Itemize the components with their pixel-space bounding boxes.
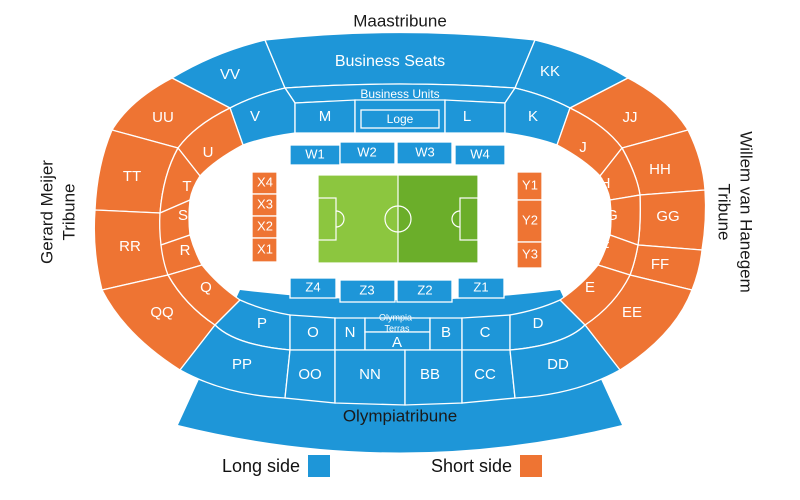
stand-names: Maastribune Olympiatribune Gerard Meijer… xyxy=(37,11,755,425)
label-p: P xyxy=(257,315,267,332)
section-y2[interactable] xyxy=(516,199,543,243)
label-v: V xyxy=(250,108,260,125)
stand-name-south: Olympiatribune xyxy=(343,406,457,425)
label-kk: KK xyxy=(540,63,560,80)
label-b: B xyxy=(441,324,451,341)
label-z2: Z2 xyxy=(417,282,432,297)
section-x1[interactable] xyxy=(251,237,278,263)
label-d: D xyxy=(533,315,544,332)
label-qq: QQ xyxy=(150,304,173,321)
label-o: O xyxy=(307,324,319,341)
label-cc: CC xyxy=(474,366,496,383)
stand-name-east-line1: Willem van Hanegem xyxy=(737,131,756,293)
label-n: N xyxy=(345,324,356,341)
label-c: C xyxy=(480,324,491,341)
north-stand xyxy=(170,31,630,146)
label-rr: RR xyxy=(119,238,141,255)
section-z1[interactable] xyxy=(457,277,505,299)
label-s: S xyxy=(178,207,188,224)
section-w4[interactable] xyxy=(454,144,506,166)
inner-blocks xyxy=(251,141,543,303)
section-labels: Business Seats Business Units Loge VV KK… xyxy=(119,53,680,383)
legend-long-label: Long side xyxy=(222,455,301,476)
legend-long-side: Long side xyxy=(222,455,331,477)
stand-name-east: Willem van Hanegem Tribune xyxy=(715,131,756,293)
label-x4: X4 xyxy=(257,174,273,189)
section-z3[interactable] xyxy=(339,279,396,303)
legend-short-label: Short side xyxy=(431,455,513,476)
section-w2[interactable] xyxy=(339,141,396,165)
section-y3[interactable] xyxy=(516,241,543,269)
legend-short-side: Short side xyxy=(431,455,543,477)
label-z4: Z4 xyxy=(305,279,320,294)
label-w2: W2 xyxy=(357,144,377,159)
pitch xyxy=(317,174,479,264)
label-olympia-terras-1: Olympia- xyxy=(379,312,415,322)
label-gg: GG xyxy=(656,208,679,225)
label-bb: BB xyxy=(420,366,440,383)
label-loge: Loge xyxy=(387,112,414,126)
label-u: U xyxy=(203,144,214,161)
label-oo: OO xyxy=(298,366,321,383)
west-stand xyxy=(93,77,244,371)
stand-name-west-line1: Gerard Meijer xyxy=(37,160,56,264)
label-x1: X1 xyxy=(257,241,273,256)
label-jj: JJ xyxy=(623,109,638,126)
label-y2: Y2 xyxy=(522,212,538,227)
label-business-seats: Business Seats xyxy=(335,53,445,70)
label-olympia-terras-2: Terras xyxy=(384,323,410,333)
label-g: G xyxy=(606,207,618,224)
label-uu: UU xyxy=(152,109,174,126)
legend-short-swatch xyxy=(520,455,543,477)
label-w3: W3 xyxy=(415,144,435,159)
section-z2[interactable] xyxy=(396,279,453,303)
label-x3: X3 xyxy=(257,196,273,211)
label-vv: VV xyxy=(220,66,240,83)
label-business-units: Business Units xyxy=(360,87,439,101)
label-j: J xyxy=(579,139,587,156)
section-k[interactable] xyxy=(504,87,571,146)
section-dd[interactable] xyxy=(509,324,621,399)
legend-long-swatch xyxy=(308,455,331,477)
label-f: F xyxy=(600,239,609,256)
label-r: R xyxy=(180,242,191,259)
label-ff: FF xyxy=(651,256,669,273)
south-stand xyxy=(179,299,621,406)
label-z3: Z3 xyxy=(359,282,374,297)
label-hh: HH xyxy=(649,161,671,178)
label-y1: Y1 xyxy=(522,177,538,192)
section-l[interactable] xyxy=(444,99,506,134)
label-w4: W4 xyxy=(470,146,490,161)
label-tt: TT xyxy=(123,168,141,185)
label-k: K xyxy=(528,108,538,125)
label-a: A xyxy=(392,334,402,351)
section-w3[interactable] xyxy=(396,141,453,165)
label-dd: DD xyxy=(547,356,569,373)
section-z4[interactable] xyxy=(289,277,337,299)
label-m: M xyxy=(319,108,332,125)
label-e: E xyxy=(585,279,595,296)
label-q: Q xyxy=(200,279,212,296)
stand-name-west: Gerard Meijer Tribune xyxy=(37,160,78,264)
label-t: T xyxy=(182,178,191,195)
east-stand xyxy=(556,77,707,371)
label-pp: PP xyxy=(232,356,252,373)
label-w1: W1 xyxy=(305,146,325,161)
label-x2: X2 xyxy=(257,218,273,233)
stand-name-east-line2: Tribune xyxy=(715,183,734,240)
label-z1: Z1 xyxy=(473,279,488,294)
label-h: H xyxy=(600,175,611,192)
loge-box xyxy=(360,109,440,129)
label-l: L xyxy=(463,108,471,125)
label-nn: NN xyxy=(359,366,381,383)
stand-name-west-line2: Tribune xyxy=(59,183,78,240)
label-ee: EE xyxy=(622,304,642,321)
label-y3: Y3 xyxy=(522,246,538,261)
stand-name-north: Maastribune xyxy=(353,11,447,30)
